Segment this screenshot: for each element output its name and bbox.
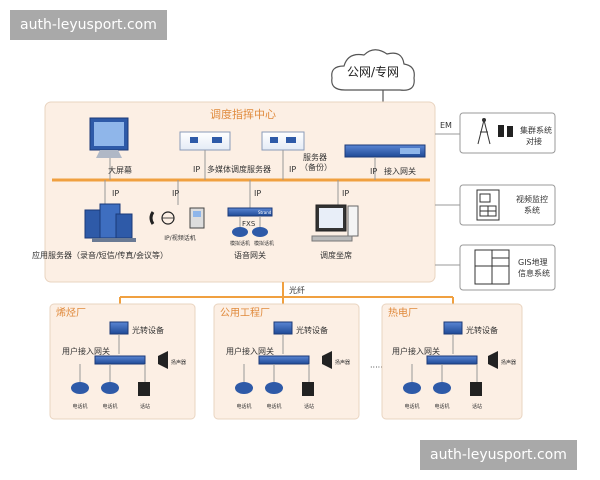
plant-speaker-label: 扬声器 xyxy=(171,359,186,366)
cluster-label-2: 对接 xyxy=(526,136,542,146)
big-screen-label: 大屏幕 xyxy=(108,165,132,175)
access-gateway xyxy=(344,144,426,180)
backup-server-label-2: （备份） xyxy=(300,162,332,172)
multimedia-server xyxy=(179,131,231,180)
fxs-label: FXS xyxy=(242,220,256,228)
plant-name: 公用工程厂 xyxy=(220,307,270,319)
ip-seat: IP xyxy=(342,189,349,198)
plant-gateway-label: 用户接入网关 xyxy=(392,346,440,356)
cloud: 公网/专网 xyxy=(331,49,415,91)
ip-app: IP xyxy=(112,189,119,198)
ip-backup: IP xyxy=(289,165,296,174)
ip-video-phone-label: IP/视频话机 xyxy=(164,234,195,242)
plant-station-label: 话站 xyxy=(304,403,314,410)
app-server-label: 应用服务器（录音/短信/传真/会议等） xyxy=(32,250,168,260)
video-monitoring-icon xyxy=(476,189,500,221)
plant-gateway-label: 用户接入网关 xyxy=(226,346,274,356)
plant-panel-2: 公用工程厂 光转设备 用户接入网关 扬声器 电话机 电话机 话站 xyxy=(213,303,360,420)
plant-station-label: 话站 xyxy=(472,403,482,410)
backup-server-label-1: 服务器 xyxy=(303,152,327,162)
plant-phone1-label: 电话机 xyxy=(404,403,419,410)
plant-speaker-label: 扬声器 xyxy=(501,359,516,366)
ip-gateway: IP xyxy=(370,167,377,176)
voice-gateway xyxy=(227,207,273,237)
em-label: EM xyxy=(440,121,452,130)
dispatch-center-title: 调度指挥中心 xyxy=(210,107,276,121)
plant-name: 热电厂 xyxy=(388,306,418,319)
ip-voice: IP xyxy=(254,189,261,198)
dispatch-seat xyxy=(311,204,359,242)
big-screen-monitor xyxy=(89,117,129,180)
ip-video: IP xyxy=(172,189,179,198)
fiber-label: 光纤 xyxy=(289,285,305,295)
gis-label-2: 信息系统 xyxy=(518,268,550,278)
ip-multimedia: IP xyxy=(193,165,200,174)
plant-phone2-label: 电话机 xyxy=(102,403,117,410)
analog-phone-label-a: 模拟话机 xyxy=(230,240,250,247)
plant-phone1-label: 电话机 xyxy=(236,403,251,410)
watermark-top: auth-leyusport.com xyxy=(10,10,167,40)
cluster-label-1: 集群系统 xyxy=(520,125,552,135)
watermark-bottom: auth-leyusport.com xyxy=(420,440,577,470)
video-label-1: 视频监控 xyxy=(516,194,548,204)
video-label-2: 系统 xyxy=(524,205,540,215)
gis-grid-icon xyxy=(474,249,510,285)
voice-gateway-device-label: Strand xyxy=(258,210,272,215)
dispatch-seat-label: 调度坐席 xyxy=(320,250,352,260)
backup-server xyxy=(261,131,305,180)
plant-speaker-label: 扬声器 xyxy=(335,359,350,366)
plant-panel-3: 热电厂 光转设备 用户接入网关 扬声器 电话机 电话机 话站 xyxy=(381,303,523,420)
analog-phone-label-b: 模拟话机 xyxy=(254,240,274,247)
plant-phone2-label: 电话机 xyxy=(266,403,281,410)
plant-phone2-label: 电话机 xyxy=(434,403,449,410)
plant-station-label: 话站 xyxy=(140,403,150,410)
multimedia-server-label: 多媒体调度服务器 xyxy=(207,164,271,174)
ip-video-phones xyxy=(149,207,205,229)
gis-label-1: GIS地理 xyxy=(518,257,548,267)
application-servers xyxy=(84,203,136,242)
plant-panel-1: 烯烃厂 光转设备 用户接入网关 扬声器 电话机 电话机 话站 xyxy=(49,303,196,420)
plant-ellipsis: ······· xyxy=(370,363,388,372)
plant-optical-label: 光转设备 xyxy=(296,325,328,335)
access-gateway-label: 接入网关 xyxy=(384,166,416,176)
plant-optical-label: 光转设备 xyxy=(466,325,498,335)
plant-phone1-label: 电话机 xyxy=(72,403,87,410)
cluster-radio-icon xyxy=(477,118,513,145)
plant-gateway-label: 用户接入网关 xyxy=(62,346,110,356)
cloud-label: 公网/专网 xyxy=(347,64,399,79)
plant-optical-label: 光转设备 xyxy=(132,325,164,335)
video-monitoring-box xyxy=(459,184,556,226)
voice-gateway-label: 语音网关 xyxy=(234,250,266,260)
plant-name: 烯烃厂 xyxy=(56,306,86,319)
